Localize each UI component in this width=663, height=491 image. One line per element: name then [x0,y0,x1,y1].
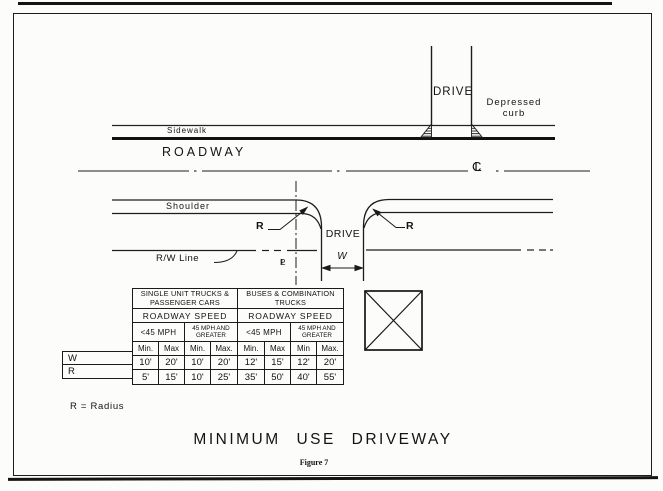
width-dimension [320,264,365,272]
value-cell: 5' [132,369,159,385]
speed-range-cell: <45 MPH [132,322,185,342]
centerline-symbol: CL [472,159,481,174]
rw-label-leader [213,250,238,263]
minmax-cell: Max. [316,341,344,356]
table-row-w: 10' 20' 10' 20' 12' 15' 12' 20' [132,355,344,370]
speed-range-cell: <45 MPH [237,322,291,342]
curb-flare-hatch-right [471,122,484,138]
table-minmax-row: Min. Max Min. Max. Min. Max Min Max. [132,341,344,356]
curb-flare-hatch-left [419,122,432,138]
value-cell: 15' [158,369,185,385]
radius-leader-right [372,208,405,228]
group-header-cell: SINGLE UNIT TRUCKS & PASSENGER CARS [132,288,238,309]
minmax-cell: Min. [184,341,211,356]
table-speed-header-row: ROADWAY SPEED ROADWAY SPEED [132,308,344,323]
value-cell: 15' [264,355,291,370]
value-cell: 40' [290,369,317,385]
speed-header-cell: ROADWAY SPEED [132,308,238,323]
speed-header-cell: ROADWAY SPEED [237,308,344,323]
value-cell: 10' [184,355,211,370]
depressed-curb-label: Depressed curb [486,97,542,119]
value-cell: 35' [237,369,265,385]
radius-label-right: R [406,220,414,232]
radius-leader-left [268,206,309,230]
scan-artifact-top [18,2,612,5]
driveway-dimension-table: SINGLE UNIT TRUCKS & PASSENGER CARS BUSE… [132,288,344,385]
right-of-way-line [112,249,553,252]
drive-label-top: DRIVE [433,86,474,98]
speed-range-cell: 45 MPH AND GREATER [290,322,344,342]
shoulder-label: Shoulder [166,201,211,211]
value-cell: 12' [290,355,317,370]
minmax-cell: Min. [237,341,265,356]
minmax-cell: Max [158,341,185,356]
crossed-square [364,290,423,351]
value-cell: 50' [264,369,291,385]
figure-title: MINIMUM USE DRIVEWAY [193,431,453,448]
value-cell: 20' [158,355,185,370]
minmax-cell: Min [290,341,317,356]
shoulder-edge-bottom-left [112,212,322,230]
minmax-cell: Min. [132,341,159,356]
shoulder-edge-bottom-right [363,211,553,229]
drive-label-bottom: DRIVE [325,228,361,240]
value-cell: 10' [184,369,211,385]
width-symbol-label: W [337,251,347,262]
minmax-cell: Max. [210,341,238,356]
value-cell: 25' [210,369,238,385]
shoulder-edge-top-left [112,199,323,281]
table-row-r: 5' 15' 10' 25' 35' 50' 40' 55' [132,369,344,385]
value-cell: 55' [316,369,344,385]
table-speed-range-row: <45 MPH 45 MPH AND GREATER <45 MPH 45 MP… [132,322,344,342]
value-cell: 12' [237,355,265,370]
table-row-label-w: W [62,351,133,365]
value-cell: 20' [210,355,238,370]
value-cell: 10' [132,355,159,370]
table-row-label-r: R [62,364,133,379]
roadway-label: ROADWAY [162,145,247,159]
radius-note: R = Radius [70,401,125,412]
speed-range-cell: 45 MPH AND GREATER [184,322,238,342]
radius-label-left: R [256,220,264,232]
sidewalk-label: Sidewalk [167,126,208,135]
property-line-symbol: PL [280,258,284,267]
value-cell: 20' [316,355,344,370]
rw-line-label: R/W Line [156,253,200,264]
minmax-cell: Max [264,341,291,356]
figure-caption: Figure 7 [299,458,329,467]
figure-border [13,13,652,476]
table-group-header-row: SINGLE UNIT TRUCKS & PASSENGER CARS BUSE… [132,288,344,309]
group-header-cell: BUSES & COMBINATION TRUCKS [237,288,344,309]
shoulder-edge-top-right [362,198,553,281]
